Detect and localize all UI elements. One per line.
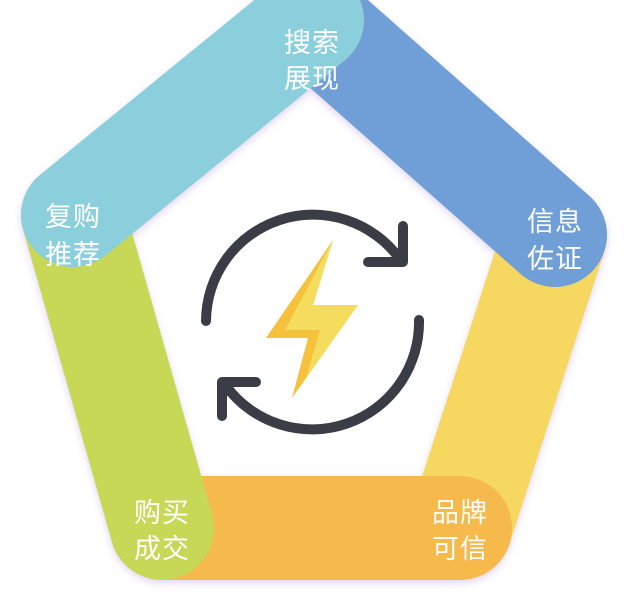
band-search-display xyxy=(21,0,364,267)
band-repurchase-referral xyxy=(21,163,214,580)
segment-label-line: 搜索 xyxy=(284,28,340,59)
cycle-arrow-bottom-icon xyxy=(221,315,425,435)
segment-label-line: 购买 xyxy=(134,498,190,529)
segment-label-info-proof: 信息 佐证 xyxy=(527,207,583,275)
segment-label-line: 展现 xyxy=(284,64,340,95)
segment-label-line: 信息 xyxy=(527,207,583,238)
segment-label-line: 复购 xyxy=(45,202,101,233)
pentagon-band-group xyxy=(21,0,607,580)
cycle-arrowhead-bottom-icon xyxy=(217,377,261,421)
segment-label-line: 佐证 xyxy=(527,244,583,275)
lightning-bolt-icon xyxy=(266,240,358,398)
segment-label-line: 可信 xyxy=(432,534,488,565)
segment-label-line: 品牌 xyxy=(432,498,488,529)
segment-label-brand-trust: 品牌 可信 xyxy=(432,498,488,565)
segment-label-purchase-deal: 购买 成交 xyxy=(134,498,190,565)
segment-label-line: 成交 xyxy=(134,534,190,565)
cycle-arrowhead-top-icon xyxy=(363,221,408,267)
segment-label-line: 推荐 xyxy=(45,240,101,271)
segment-label-repurchase-referral: 复购 推荐 xyxy=(45,202,101,271)
band-info-proof xyxy=(260,0,607,287)
refresh-cycle-icon xyxy=(201,209,425,435)
cycle-arrow-top-icon xyxy=(201,209,404,326)
lightning-bolt-highlight xyxy=(285,240,358,378)
segment-label-search-display: 搜索 展现 xyxy=(284,28,340,95)
